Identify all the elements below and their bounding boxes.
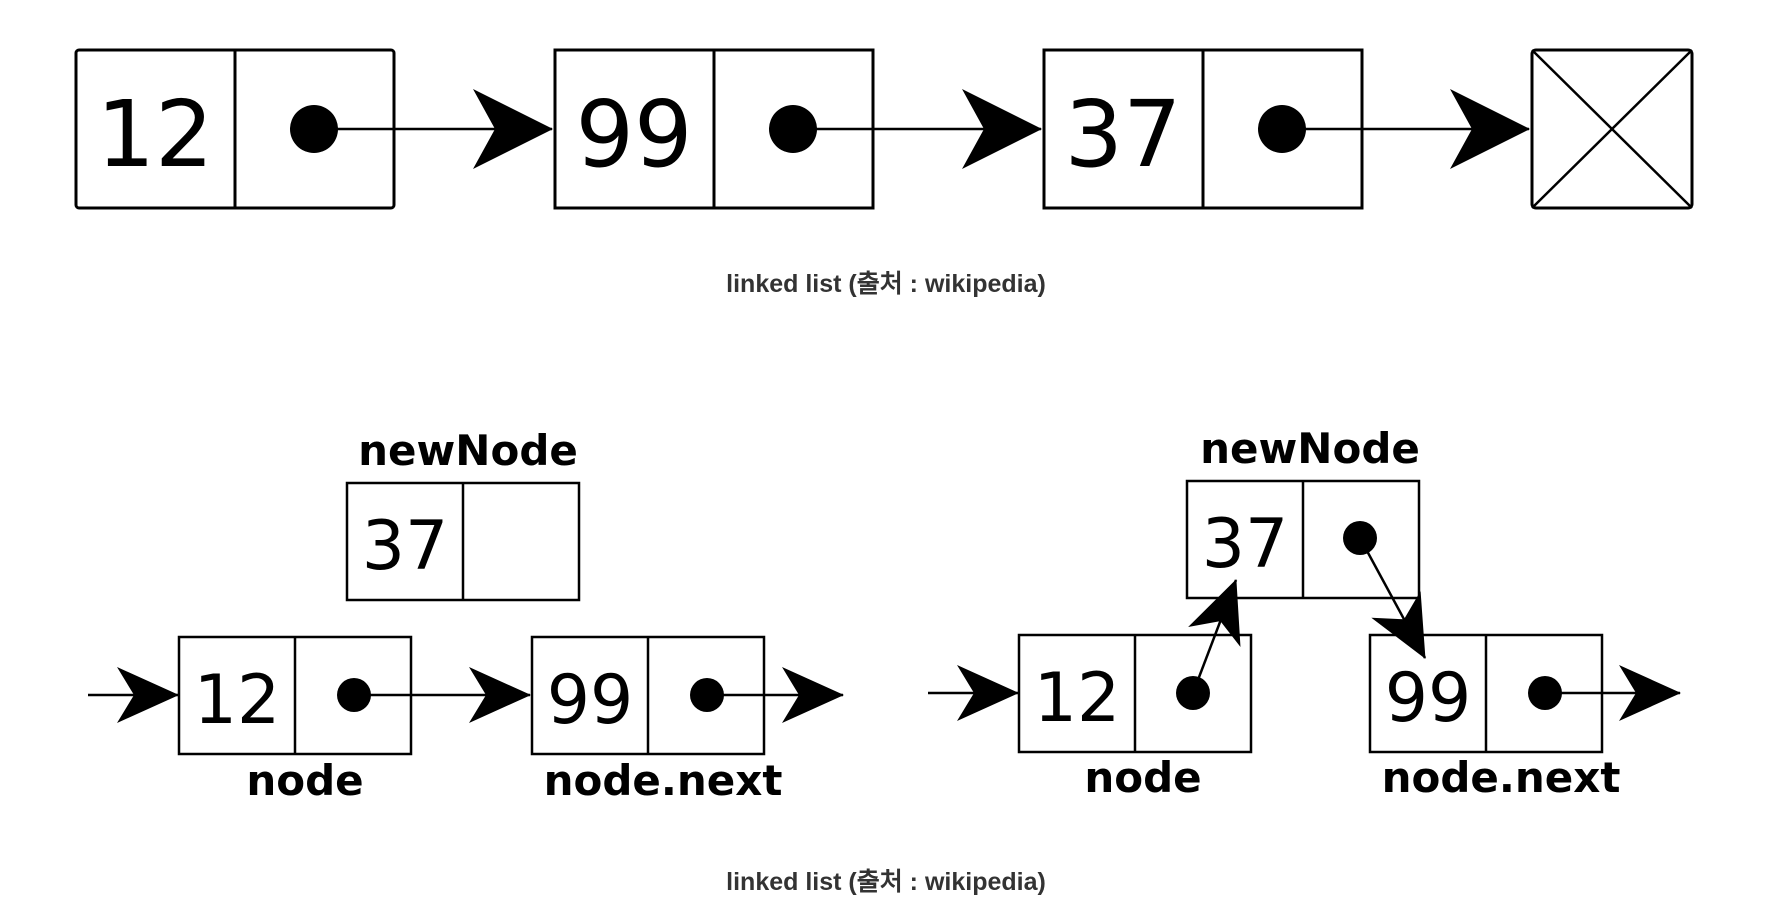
top-linked-list: 12 99 37 [74,48,1694,210]
new-node-value-after: 37 [1202,505,1289,584]
insertion-after-diagram: newNode 37 12 node 99 node.next [928,424,1681,802]
node-3-value: 37 [1064,81,1181,188]
list-node-3: 37 [1042,48,1530,210]
null-terminator-icon [1530,48,1694,210]
node-label-before: node [246,756,363,805]
node-1-value: 12 [96,81,213,188]
next-node-value-after: 99 [1385,659,1472,738]
list-node-2: 99 [553,48,1042,210]
list-node-1: 12 [74,48,553,210]
node-value-after: 12 [1034,659,1121,738]
node-after: 12 [1017,633,1253,754]
new-node-to-next-arrow [1358,537,1427,659]
new-node-label-after: newNode [1200,424,1420,473]
caption-top: linked list (출처 : wikipedia) [726,270,1046,298]
next-node-value-before: 99 [547,661,634,740]
node-before: 12 [177,635,413,756]
next-label-after: node.next [1382,753,1621,802]
node-value-before: 12 [194,661,281,740]
node-label-after: node [1084,753,1201,802]
new-node-before: 37 [345,481,581,602]
new-node-label-before: newNode [358,426,578,475]
caption-bottom: linked list (출처 : wikipedia) [726,868,1046,896]
node-2-value: 99 [575,81,692,188]
next-label-before: node.next [544,756,783,805]
new-node-after: 37 [1185,479,1421,600]
new-node-value-before: 37 [362,507,449,586]
insertion-before-diagram: newNode 37 12 node 99 node.next [88,426,844,805]
node-to-new-node-arrow [1188,579,1241,694]
